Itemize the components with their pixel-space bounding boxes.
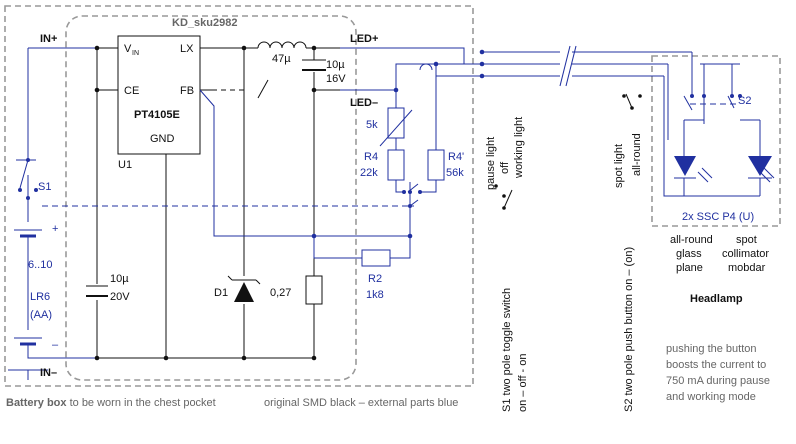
- inductor-value: 47µ: [272, 53, 291, 65]
- input-capacitor: [86, 285, 108, 297]
- cout-value-2: 16V: [326, 73, 346, 85]
- note-push-4: and working mode: [666, 391, 756, 403]
- battery-box-caption: Battery box to be worn in the chest pock…: [6, 397, 216, 409]
- r2-label: R2: [368, 273, 382, 285]
- note-push-3: 750 mA during pause: [666, 375, 770, 387]
- r4-value: 22k: [360, 167, 378, 179]
- r4p-value: 56k: [446, 167, 464, 179]
- battery-circuit: [8, 47, 97, 380]
- s1-symbol: [494, 184, 513, 210]
- potentiometer-5k: [387, 107, 405, 139]
- diode-d1: [227, 275, 261, 302]
- battery-type2: (AA): [30, 309, 52, 321]
- s1-pos-off: off: [499, 161, 511, 174]
- led-spot-icon: [748, 156, 772, 176]
- smd-note: original SMD black – external parts blue: [264, 397, 458, 409]
- ic-ref: U1: [118, 159, 132, 171]
- battery-voltage: 6..10: [28, 259, 52, 271]
- s1-pos-pause: pause light: [485, 137, 497, 190]
- resistor-r4-prime: [427, 149, 445, 181]
- battery-minus: –: [52, 339, 59, 351]
- s1-switch-battery: [16, 158, 38, 200]
- s2-pos-allround: all-round: [631, 133, 643, 176]
- battery-plus: +: [52, 223, 58, 235]
- led-allround-icon: [674, 156, 696, 176]
- feedback-junctions: [311, 61, 439, 239]
- resistor-r2: [361, 249, 391, 267]
- headlamp-left-1: all-round: [670, 234, 713, 246]
- sense-resistor-value: 0,27: [270, 287, 291, 299]
- ic-pin-vin: V: [124, 43, 132, 55]
- cin-value-1: 10µ: [110, 273, 129, 285]
- headlamp-label: Headlamp: [690, 293, 743, 305]
- ic-pin-lx: LX: [180, 43, 194, 55]
- headlamp-leds: 2x SSC P4 (U): [682, 211, 754, 223]
- r4p-label: R4': [448, 151, 464, 163]
- s2-pos-spot: spot light: [613, 144, 625, 188]
- output-capacitor: [302, 59, 326, 71]
- battery-box-outline: [4, 5, 474, 387]
- inductor: [257, 41, 307, 49]
- cin-value-2: 20V: [110, 291, 130, 303]
- feedback-wiring: [199, 47, 482, 259]
- battery-box-caption-bold: Battery box: [6, 397, 67, 409]
- board-title: KD_sku2982: [172, 17, 237, 29]
- s1-description-1: S1 two pole toggle switch: [501, 288, 513, 412]
- battery-box-caption-rest: to be worn in the chest pocket: [67, 397, 216, 409]
- headlamp-left-3: plane: [676, 262, 703, 274]
- r4-label: R4: [364, 151, 378, 163]
- s1-description-2: on – off - on: [517, 353, 529, 412]
- net-led-minus: LED–: [350, 97, 378, 109]
- ic-name: PT4105E: [134, 109, 180, 121]
- diode-label: D1: [214, 287, 228, 299]
- note-push-1: pushing the button: [666, 343, 757, 355]
- s2-description: S2 two pole push button on – (on): [623, 247, 635, 412]
- s1-label-left: S1: [38, 181, 51, 193]
- ic-pin-vin-sub: IN: [132, 50, 139, 57]
- net-in-minus: IN–: [40, 367, 57, 379]
- headlamp-right-2: collimator: [722, 248, 769, 260]
- ic-pin-fb: FB: [180, 85, 194, 97]
- ic-pin-gnd: GND: [150, 133, 175, 145]
- board-junctions: [94, 45, 317, 361]
- cout-value-1: 10µ: [326, 59, 345, 71]
- ic-pin-ce: CE: [124, 85, 139, 97]
- net-led-plus: LED+: [350, 33, 378, 45]
- sense-resistor: [305, 275, 323, 305]
- headlamp-right-1: spot: [736, 234, 757, 246]
- headlamp-circuit: [663, 52, 761, 197]
- s1-pos-working: working light: [513, 117, 525, 179]
- cable-connector: [479, 45, 692, 87]
- net-in-plus: IN+: [40, 33, 57, 45]
- pot-value: 5k: [366, 119, 378, 131]
- pot-arrow: [379, 109, 413, 147]
- ic-pt4105e: [117, 35, 201, 155]
- note-push-2: boosts the current to: [666, 359, 766, 371]
- battery-type: LR6: [30, 291, 50, 303]
- headlamp-right-3: mobdar: [728, 262, 766, 274]
- headlamp-left-2: glass: [676, 248, 702, 260]
- headlamp-outline: [651, 55, 781, 227]
- resistor-r4: [387, 149, 405, 181]
- r2-value: 1k8: [366, 289, 384, 301]
- s2-label-headlamp: S2: [738, 95, 751, 107]
- s2-symbol: [622, 93, 642, 110]
